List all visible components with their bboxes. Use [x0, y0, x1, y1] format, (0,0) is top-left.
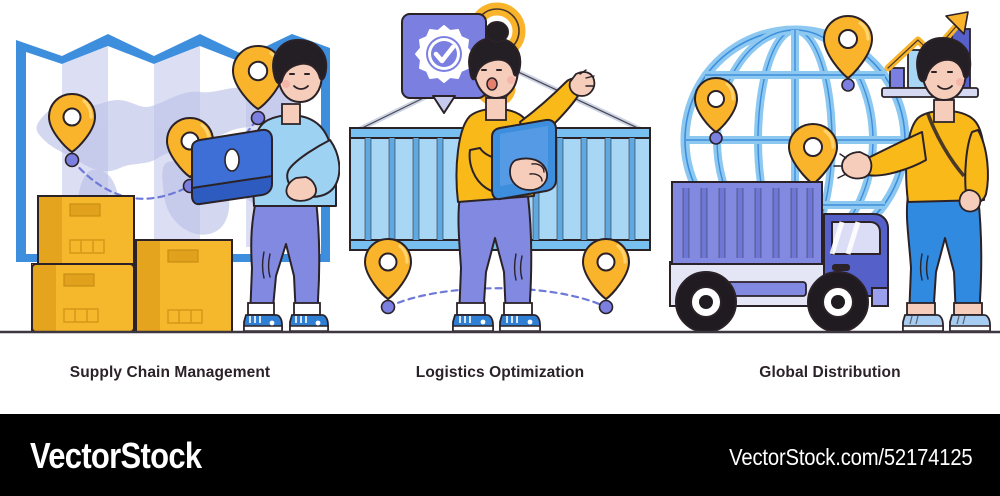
global-distribution-illustration	[660, 11, 1000, 334]
hair-bun	[485, 21, 509, 43]
vectorstock-url: VectorStock.com/52174125	[728, 444, 972, 470]
hand	[568, 71, 596, 97]
box-tape-marks	[69, 239, 105, 254]
gear-check-icon	[415, 25, 473, 83]
laptop-base	[191, 174, 273, 206]
supply-chain-illustration	[0, 34, 340, 334]
panel-supply-chain-management	[0, 0, 340, 414]
watermark-footer-bar: VectorStock VectorStock.com/52174125	[0, 414, 1000, 496]
box-label	[63, 273, 95, 287]
location-pin	[693, 76, 739, 145]
caption-global-distribution: Global Distribution	[759, 364, 901, 381]
person-with-laptop	[191, 39, 340, 332]
location-pin	[822, 14, 874, 92]
caption-logistics-optimization: Logistics Optimization	[415, 364, 585, 381]
logistics-illustration	[340, 2, 660, 334]
location-pin	[231, 44, 285, 126]
windshield	[831, 221, 881, 255]
location-pin	[581, 237, 631, 315]
bar-1	[889, 67, 905, 89]
caption-supply-chain-management: Supply Chain Management	[69, 364, 271, 381]
dashed-route-line	[386, 287, 608, 309]
cardboard-box-stack	[31, 195, 233, 333]
hand	[958, 189, 982, 213]
box-label	[167, 249, 199, 263]
illustration-canvas	[0, 0, 1000, 414]
vectorstock-logo: VectorStock	[30, 435, 202, 476]
person-with-tablet	[452, 21, 596, 332]
location-pin	[47, 92, 97, 168]
panel-global-distribution	[660, 0, 1000, 414]
box-tape-marks	[63, 308, 99, 323]
check-icon	[433, 44, 456, 64]
trend-arrow-head	[945, 11, 969, 35]
box-tape-marks	[167, 309, 203, 324]
panel-logistics-optimization	[340, 0, 660, 414]
box-label	[69, 203, 101, 217]
location-pin	[363, 237, 413, 315]
cab-handle	[832, 264, 850, 271]
bag-strap	[926, 113, 966, 178]
truck-box-ribs	[683, 188, 813, 258]
gear-check-badge	[401, 13, 487, 114]
delivery-truck	[669, 181, 889, 333]
location-pin	[787, 122, 839, 197]
hand	[841, 151, 873, 180]
hand	[509, 157, 548, 191]
badge-pointer	[432, 95, 456, 114]
